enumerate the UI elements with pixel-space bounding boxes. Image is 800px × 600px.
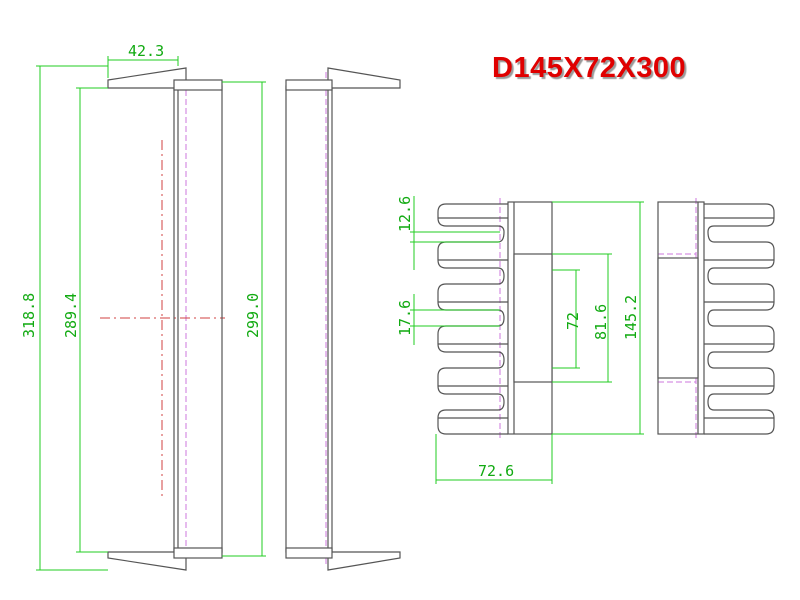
dimension-right-height: 299.0	[222, 81, 266, 557]
dimension-slot-mid: 17.6	[396, 294, 500, 345]
middle-view-bottom-flange	[327, 551, 401, 571]
dimension-overall-height: 318.8	[20, 65, 108, 571]
comb-core-window	[513, 253, 553, 383]
dimension-top-width: 42.3	[107, 42, 179, 78]
dimension-label-overall-height: 318.8	[20, 293, 38, 338]
left-view-bottom-flange	[107, 551, 187, 571]
dimension-label-core-center: 72	[564, 312, 582, 330]
dimension-core-center: 72	[552, 269, 582, 369]
right-comb-core-window	[657, 257, 699, 379]
dimension-label-top-width: 42.3	[128, 42, 164, 60]
right-comb-view	[657, 198, 775, 440]
dimension-label-right-height: 299.0	[244, 293, 262, 338]
dimension-window-height: 81.6	[552, 253, 612, 383]
middle-view-top-cap	[285, 79, 333, 91]
dimension-label-total-height: 145.2	[622, 295, 640, 340]
dimension-label-slot-mid: 17.6	[396, 300, 414, 336]
middle-view-bottom-cap	[285, 547, 333, 559]
dimension-base-width: 72.6	[435, 434, 553, 484]
right-comb-fins-outline	[704, 203, 775, 435]
dimension-label-inner-height: 289.4	[62, 293, 80, 338]
middle-view-top-flange	[327, 67, 401, 89]
dimension-inner-height: 289.4	[62, 87, 108, 553]
dimension-total-height: 145.2	[552, 201, 644, 435]
drawing-title: D145X72X300	[492, 52, 687, 84]
comb-fins-outline	[437, 203, 508, 435]
dimension-label-base-width: 72.6	[478, 462, 514, 480]
left-view-top-cap	[173, 79, 223, 91]
middle-view-body	[285, 85, 333, 553]
left-view: 42.3 318.8 289.4 299.0	[20, 42, 266, 571]
dimension-slot-top: 12.6	[396, 196, 500, 270]
left-view-body	[173, 85, 223, 553]
middle-view	[285, 67, 401, 571]
comb-view: 12.6 17.6 72 81.6 145.2	[396, 196, 644, 484]
dimension-label-slot-top: 12.6	[396, 196, 414, 232]
dimension-label-window-height: 81.6	[592, 304, 610, 340]
left-view-bottom-cap	[173, 547, 223, 559]
